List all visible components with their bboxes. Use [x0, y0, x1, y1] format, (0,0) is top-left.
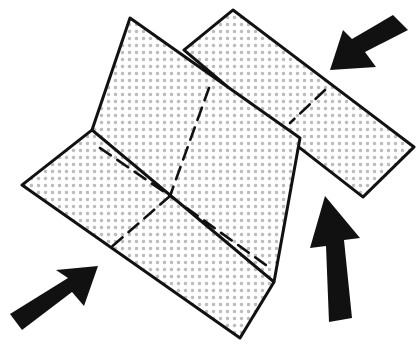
push-arrow-bottom-right: [310, 196, 360, 322]
push-arrow-top-right: [330, 15, 408, 70]
push-arrow-bottom-left: [10, 266, 98, 330]
